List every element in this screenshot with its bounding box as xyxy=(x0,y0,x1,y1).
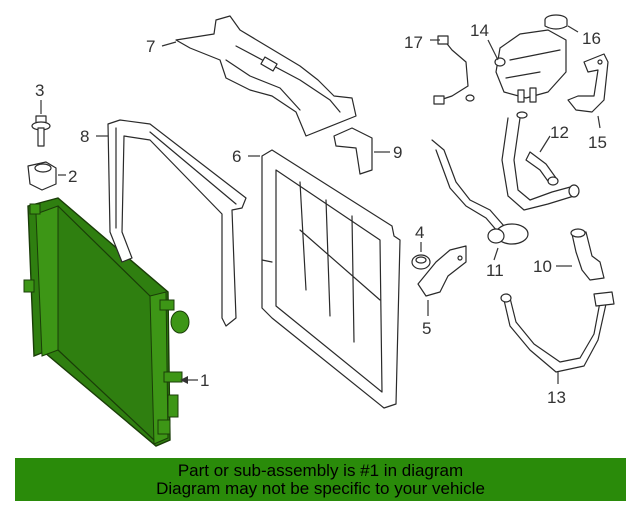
callout-9: 9 xyxy=(393,143,402,162)
callout-5: 5 xyxy=(422,319,431,338)
callout-13: 13 xyxy=(547,388,566,407)
callout-11: 11 xyxy=(486,261,504,280)
left-frame-part[interactable] xyxy=(107,119,247,327)
parts-diagram: 1 2 3 4 5 6 7 8 9 10 11 12 13 14 15 16 1… xyxy=(23,14,615,447)
callout-4: 4 xyxy=(415,223,424,242)
hose-elbow-part[interactable] xyxy=(570,228,605,281)
callout-14: 14 xyxy=(470,21,489,40)
small-hose-part[interactable] xyxy=(525,151,559,186)
small-bracket-part[interactable] xyxy=(333,127,373,175)
tank-cap-part[interactable] xyxy=(544,14,568,30)
lower-hose-part[interactable] xyxy=(500,291,615,373)
banner-line-2: Diagram may not be specific to your vehi… xyxy=(156,479,485,498)
fan-shroud-part[interactable] xyxy=(261,149,401,409)
hose-bracket-part[interactable] xyxy=(417,245,467,297)
callout-16: 16 xyxy=(582,29,601,48)
leader-lines xyxy=(40,25,601,384)
callout-7: 7 xyxy=(146,37,155,56)
banner-line-1: Part or sub-assembly is #1 in diagram xyxy=(177,461,464,480)
expansion-tank-part[interactable] xyxy=(494,29,567,103)
pin-part[interactable] xyxy=(31,115,51,147)
radiator-part[interactable] xyxy=(23,197,190,447)
callout-2: 2 xyxy=(68,167,77,186)
upper-hose-part[interactable] xyxy=(431,111,580,245)
callout-3: 3 xyxy=(35,81,44,100)
callout-labels: 1 2 3 4 5 6 7 8 9 10 11 12 13 14 15 16 1… xyxy=(35,21,607,407)
callout-8: 8 xyxy=(80,127,89,146)
sensor-line-part[interactable] xyxy=(433,35,475,105)
callout-15: 15 xyxy=(588,133,607,152)
diagram-notice-banner: Part or sub-assembly is #1 in diagram Di… xyxy=(15,458,626,501)
callout-6: 6 xyxy=(232,147,241,166)
tank-bracket-part[interactable] xyxy=(567,53,609,113)
callout-17: 17 xyxy=(404,33,423,52)
callout-10: 10 xyxy=(533,257,552,276)
mount-bracket-part[interactable] xyxy=(27,161,57,191)
grommet-part[interactable] xyxy=(411,254,431,270)
upper-carrier-part[interactable] xyxy=(175,15,357,137)
callout-1: 1 xyxy=(200,371,209,390)
callout-12: 12 xyxy=(550,123,569,142)
